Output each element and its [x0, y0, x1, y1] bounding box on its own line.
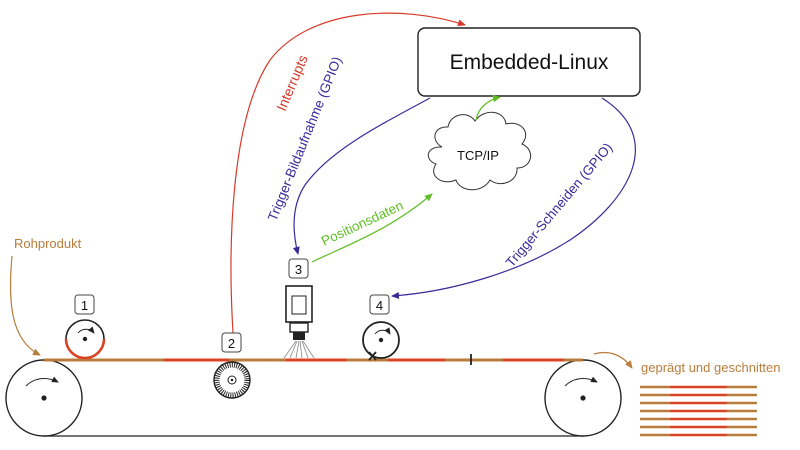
station-4-number: 4	[376, 298, 383, 313]
material-strip	[44, 354, 583, 365]
conveyor-belt	[5, 359, 622, 437]
input-product-arrow	[9, 255, 41, 356]
output-product-label: geprägt und geschnitten	[641, 360, 781, 375]
output-product-stack	[640, 385, 757, 437]
embedded-linux-box: Embedded-Linux	[417, 27, 641, 97]
embedded-linux-label: Embedded-Linux	[450, 51, 609, 74]
station-2-number: 2	[228, 336, 235, 351]
station-3-number: 3	[295, 262, 302, 277]
station-3-camera: 3	[283, 258, 315, 359]
output-product-arrow	[593, 351, 633, 369]
input-product-label: Rohprodukt	[14, 236, 82, 251]
station-4-cutter: 4	[362, 294, 400, 361]
positions-arrow: Positionsdaten	[311, 193, 433, 263]
trigger-capture-label: Trigger-Bildaufnahme (GPIO)	[265, 54, 345, 223]
positions-label: Positionsdaten	[319, 198, 406, 249]
interrupts-label: Interrupts	[273, 52, 311, 113]
tcp-ip-cloud: TCP/IP	[427, 111, 532, 191]
station-1-number: 1	[81, 298, 88, 313]
tcp-ip-label: TCP/IP	[457, 148, 499, 163]
cloud-to-linux-arrow	[475, 95, 501, 121]
station-2-encoder: 2	[213, 332, 251, 399]
station-1-roller: 1	[64, 294, 106, 360]
